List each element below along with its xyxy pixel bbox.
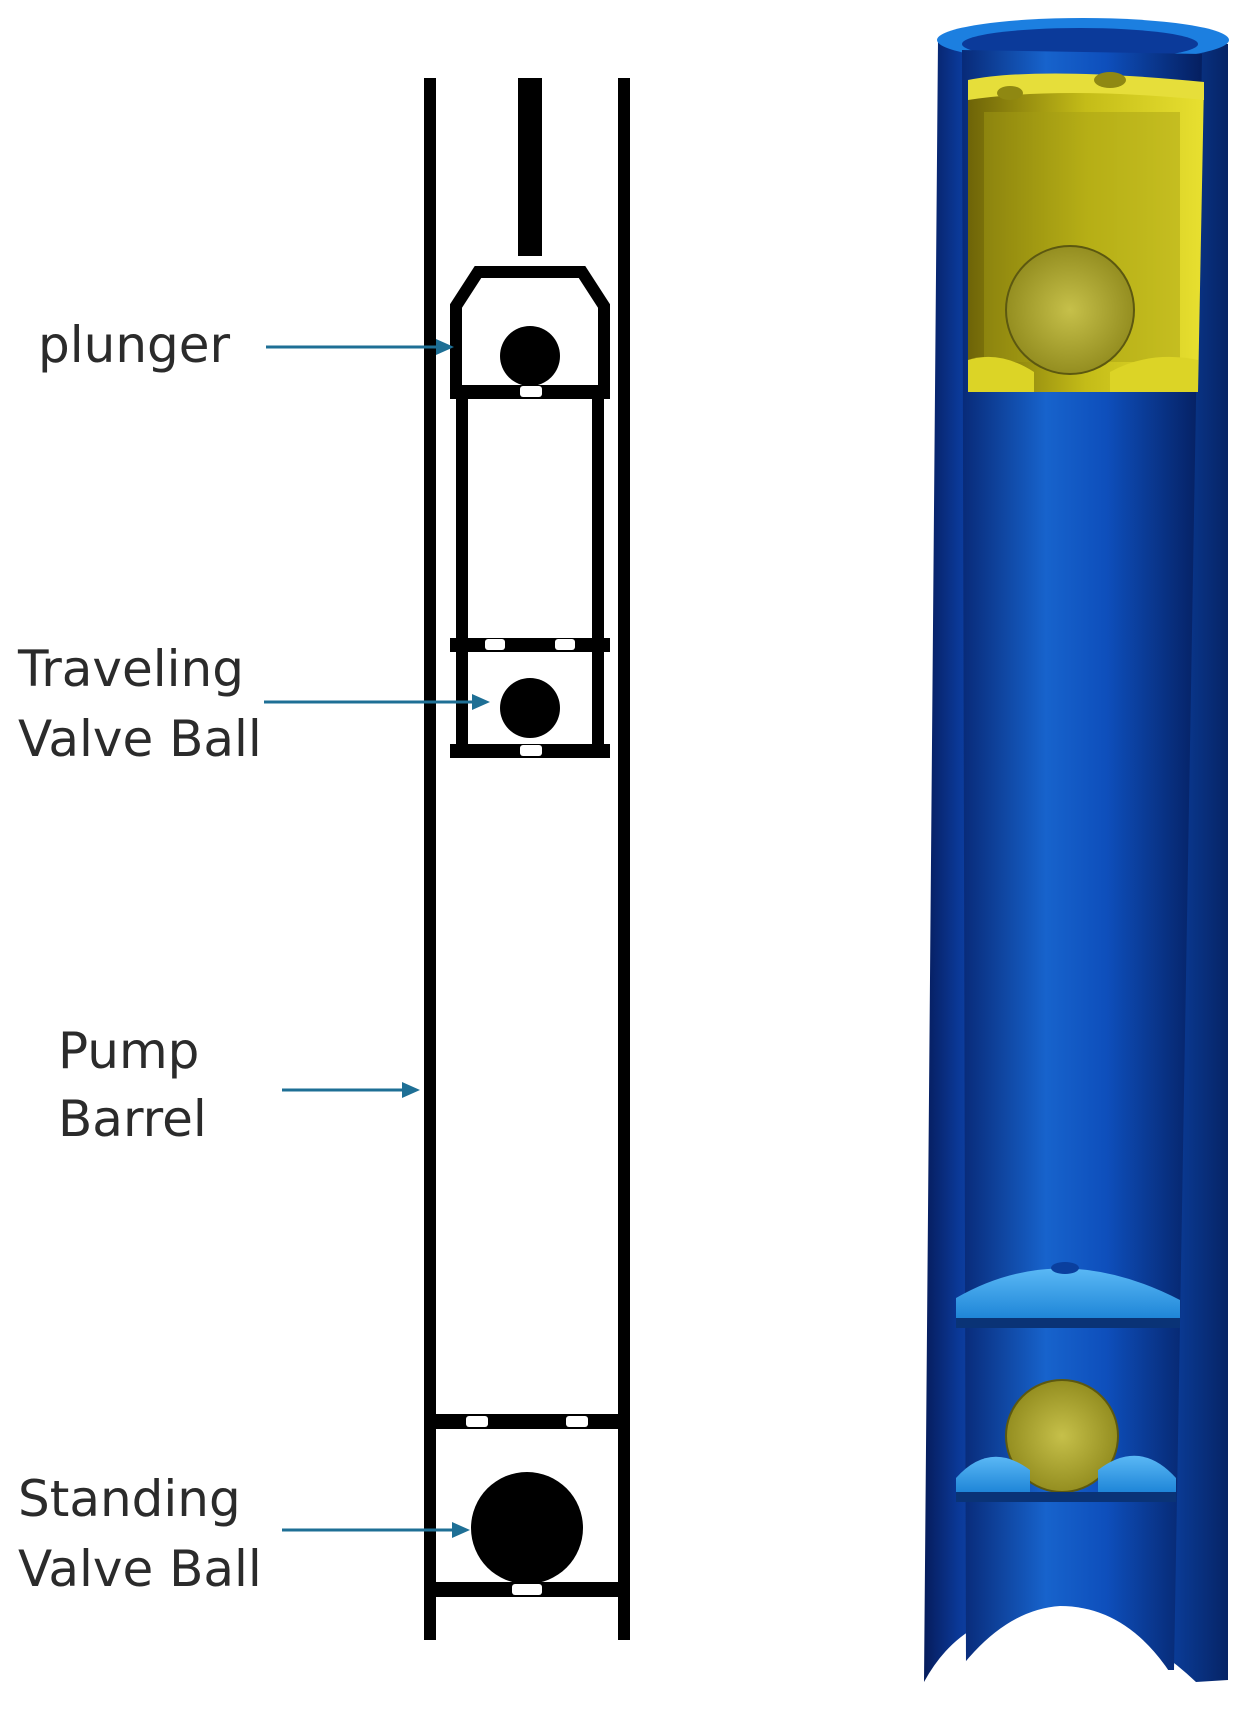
pump-3d-render [924,18,1229,1683]
label-barrel-line2: Barrel [58,1090,207,1148]
plunger-ball [500,326,560,386]
plunger-body [450,266,610,758]
barrel-bottom-cut [950,1606,1176,1682]
arrow-traveling-valve [264,694,490,710]
plunger-ball-3d [1005,245,1135,375]
label-standing-line1: Standing [18,1470,241,1528]
label-traveling-line2: Valve Ball [18,710,262,768]
standing-valve-3d [956,1262,1180,1502]
label-standing-line2: Valve Ball [18,1540,262,1598]
arrow-pump-barrel [282,1082,420,1098]
label-barrel-line1: Pump [58,1022,199,1080]
label-traveling-line1: Traveling [17,640,244,698]
arrow-standing-valve [282,1522,470,1538]
label-plunger: plunger [38,316,231,374]
traveling-valve-ball [500,678,560,738]
plunger-3d [968,72,1204,392]
standing-valve-ball [471,1472,583,1584]
standing-valve-cage [430,1414,624,1597]
barrel-inner-cavity [962,50,1202,1670]
sucker-rod [518,78,542,256]
pump-schematic: plunger Traveling Valve Ball Pump Barrel… [17,78,630,1640]
arrow-plunger [266,339,454,355]
